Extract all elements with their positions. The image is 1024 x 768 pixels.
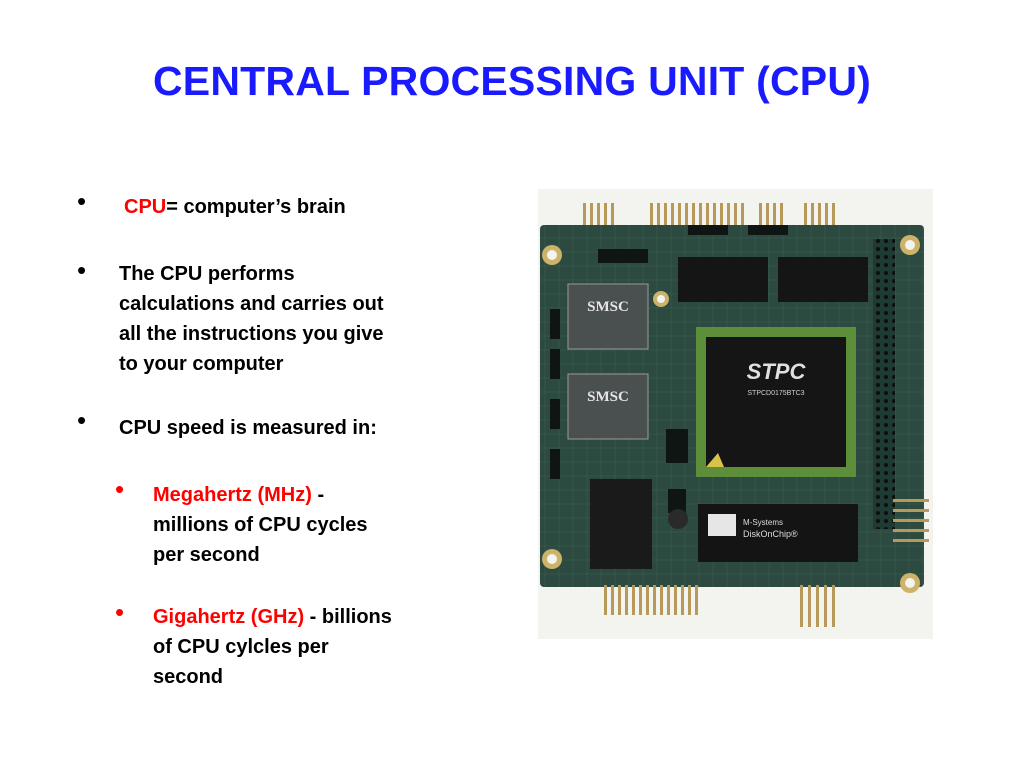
mounting-holes bbox=[542, 235, 920, 593]
memory-chip bbox=[778, 257, 868, 302]
smsc-chip bbox=[567, 373, 649, 440]
memory-chip bbox=[678, 257, 768, 302]
cpu-chip-label: STPC bbox=[747, 359, 807, 384]
bullet-line: all the instructions you give bbox=[119, 323, 384, 345]
sub-bullet-line: second bbox=[153, 666, 224, 688]
bullet-dot: • bbox=[77, 186, 87, 216]
sub-bullet-mhz-rest: - bbox=[311, 484, 325, 506]
sub-bullet-line: of CPU cylcles per bbox=[153, 636, 329, 658]
controller-chip bbox=[590, 479, 652, 569]
cpu-chip bbox=[706, 337, 846, 467]
cpu-board-photo: SMSC SMSC STPC STPCD0175BTC3 M-Systems D… bbox=[538, 189, 933, 639]
smsc-label: SMSC bbox=[587, 389, 629, 405]
sub-bullet-dot: • bbox=[115, 474, 125, 504]
disk-label: DiskOnChip® bbox=[743, 529, 798, 539]
bullet-line: The CPU performs bbox=[119, 263, 295, 285]
sub-bullet-ghz: Gigahertz (GHz) - billions of CPU cylcle… bbox=[153, 602, 392, 692]
smsc-chip bbox=[567, 283, 649, 350]
small-components bbox=[550, 225, 788, 529]
cpu-board-illustration: SMSC SMSC STPC STPCD0175BTC3 M-Systems D… bbox=[540, 203, 929, 627]
bullet-cpu-text: = computer’s brain bbox=[166, 196, 346, 218]
bullet-speed: CPU speed is measured in: bbox=[119, 417, 377, 439]
sub-bullet-ghz-highlight: Gigahertz (GHz) bbox=[153, 606, 305, 628]
top-pins bbox=[583, 203, 835, 229]
bullet-dot: • bbox=[77, 255, 87, 285]
right-header bbox=[873, 239, 895, 529]
bottom-pins bbox=[604, 585, 835, 627]
sub-bullet-ghz-rest: - billions bbox=[304, 606, 392, 628]
disk-brand: M-Systems bbox=[743, 518, 783, 527]
cpu-chip-sub: STPCD0175BTC3 bbox=[747, 390, 804, 397]
bullet-performs: The CPU performs calculations and carrie… bbox=[119, 259, 384, 379]
side-pins bbox=[893, 499, 929, 542]
sub-bullet-line: millions of CPU cycles bbox=[153, 514, 368, 536]
bullet-cpu-highlight: CPU bbox=[124, 196, 167, 218]
sub-bullet-line: per second bbox=[153, 544, 260, 566]
smsc-label: SMSC bbox=[587, 299, 629, 315]
bullet-line: calculations and carries out bbox=[119, 293, 384, 315]
bullet-cpu: CPU= computer’s brain bbox=[124, 192, 346, 222]
sub-bullet-mhz: Megahertz (MHz) - millions of CPU cycles… bbox=[153, 480, 368, 570]
slide-title: CENTRAL PROCESSING UNIT (CPU) bbox=[152, 58, 871, 104]
bullet-dot: • bbox=[77, 405, 87, 435]
sub-bullet-mhz-highlight: Megahertz (MHz) bbox=[153, 484, 312, 506]
sub-bullet-dot: • bbox=[115, 597, 125, 627]
bullet-line: to your computer bbox=[119, 353, 284, 375]
